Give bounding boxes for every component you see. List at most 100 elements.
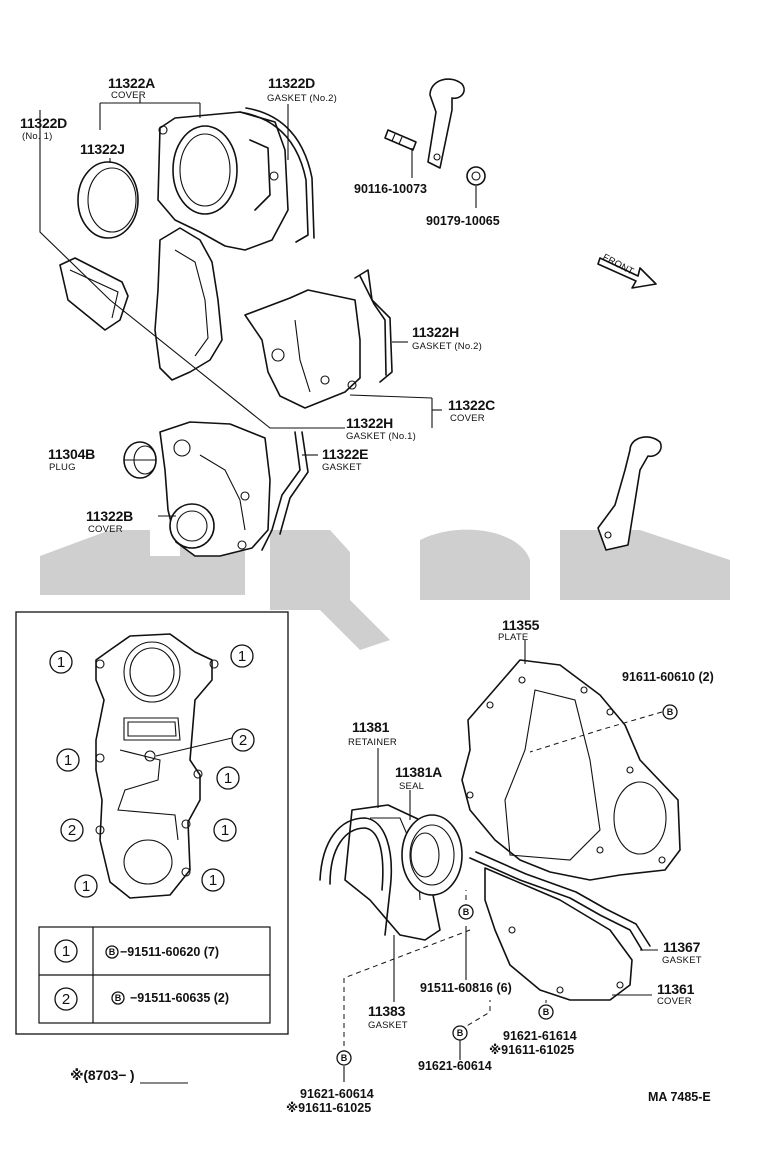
label-91621-60614-b: 91621-60614 — [300, 1087, 374, 1101]
label-11381: 11381 — [352, 719, 390, 735]
leaders-top — [99, 95, 477, 517]
bolt-tag-91611-60610: B — [662, 704, 678, 720]
label-91611-61025-a: ※91611-61025 — [489, 1043, 574, 1057]
label-11381A: 11381A — [395, 764, 442, 780]
gasket-11322D-no2 — [239, 107, 315, 243]
front-arrow — [597, 257, 657, 289]
label-11322E-sub: GASKET — [322, 462, 362, 473]
label-11367: 11367 — [663, 939, 701, 955]
label-11322H-no2: 11322H — [412, 324, 459, 340]
diagram-code: MA 7485-E — [648, 1090, 711, 1104]
label-11383: 11383 — [368, 1003, 406, 1019]
inset-mark-1: 1 — [49, 650, 73, 674]
label-11361-sub: COVER — [657, 996, 692, 1007]
svg-text:2: 2 — [62, 991, 70, 1008]
label-90116-10073: 90116-10073 — [354, 182, 427, 196]
bracket-hook-top — [427, 78, 465, 169]
cover-11361 — [484, 867, 633, 1001]
svg-text:1: 1 — [57, 654, 65, 671]
svg-text:1: 1 — [64, 752, 72, 769]
inset-mark-7: 1 — [213, 818, 237, 842]
svg-text:B: B — [543, 1007, 550, 1017]
label-11322E: 11322E — [322, 446, 368, 462]
plate-11355 — [461, 659, 681, 881]
label-11322H-no1-sub: GASKET (No.1) — [346, 431, 416, 442]
svg-text:B: B — [463, 907, 470, 917]
label-11322J: 11322J — [80, 141, 125, 157]
inset-mark-3: 2 — [231, 728, 255, 752]
label-11381-sub: RETAINER — [348, 737, 397, 748]
cover-11322C — [244, 289, 361, 409]
label-11322H-no2-sub: GASKET (No.2) — [412, 341, 482, 352]
label-90179-10065: 90179-10065 — [426, 214, 500, 228]
svg-text:1: 1 — [209, 872, 217, 889]
gasket-11322H-no1-line — [39, 110, 345, 429]
bolt-table-row-1: 1 B −91511-60620 (7) — [54, 939, 219, 963]
svg-text:−91511-60635 (2): −91511-60635 (2) — [130, 991, 229, 1005]
cover-11322B — [159, 421, 271, 557]
label-11304B: 11304B — [48, 446, 95, 462]
label-91511-60816: 91511-60816 (6) — [420, 981, 512, 995]
label-11322D-no2: 11322D — [268, 75, 315, 91]
label-11355: 11355 — [502, 617, 540, 633]
label-11322C-sub: COVER — [450, 413, 485, 424]
bolt-table-row-2: 2 B −91511-60635 (2) — [54, 987, 229, 1011]
svg-text:2: 2 — [239, 732, 247, 749]
label-11322D-no1-sub: (No. 1) — [22, 131, 52, 142]
label-11322D-no2-sub: GASKET (No.2) — [267, 93, 337, 104]
bolt-table: 1 B −91511-60620 (7) 2 B −91511-60635 (2… — [38, 926, 271, 1024]
gasket-11322E — [261, 431, 309, 551]
bracket-hook-mid — [597, 436, 662, 551]
svg-text:2: 2 — [68, 822, 76, 839]
label-91611-60610: 91611-60610 (2) — [622, 670, 714, 684]
seal-11381A — [401, 814, 463, 896]
label-11381A-sub: SEAL — [399, 781, 424, 792]
inset-mark-2: 1 — [230, 644, 254, 668]
gasket-11367 — [469, 851, 651, 951]
bolt-tag-91621-60614-b: B — [336, 1050, 352, 1066]
svg-text:1: 1 — [62, 943, 70, 960]
watermark — [40, 529, 730, 650]
gasket-11383 — [319, 817, 393, 936]
label-11367-sub: GASKET — [662, 955, 702, 966]
bolt-tag-91621-61614: B — [538, 1004, 554, 1020]
label-91621-60614-a: 91621-60614 — [418, 1059, 492, 1073]
svg-text:−91511-60620 (7): −91511-60620 (7) — [120, 945, 219, 959]
label-11322B: 11322B — [86, 508, 133, 524]
inset-mark-8: 1 — [74, 874, 98, 898]
svg-text:1: 1 — [82, 878, 90, 895]
inset-mark-9: 1 — [201, 868, 225, 892]
nut-90179 — [466, 166, 486, 186]
label-11322C: 11322C — [448, 397, 495, 413]
inset-bolt-diagram: 1 1 2 1 1 2 1 1 — [15, 611, 289, 1035]
label-11322B-sub: COVER — [88, 524, 123, 535]
label-11322A: 11322A — [108, 75, 155, 91]
gasket-11322D-no1 — [59, 257, 129, 331]
svg-text:B: B — [341, 1053, 348, 1063]
bolt-tag-91621-60614-a: B — [452, 1025, 468, 1041]
svg-text:1: 1 — [224, 770, 232, 787]
svg-text:1: 1 — [221, 822, 229, 839]
label-11322A-sub: COVER — [111, 90, 146, 101]
leaders-bottom — [343, 640, 658, 1082]
inset-mark-4: 1 — [56, 748, 80, 772]
svg-text:B: B — [109, 947, 116, 957]
label-11361: 11361 — [657, 981, 695, 997]
svg-text:B: B — [667, 707, 674, 717]
stud-90116 — [384, 129, 417, 151]
cap-11322J — [77, 161, 139, 239]
label-11322D-no1: 11322D — [20, 115, 67, 131]
label-91611-61025-b: ※91611-61025 — [286, 1101, 371, 1115]
svg-text:B: B — [457, 1028, 464, 1038]
label-11355-sub: PLATE — [498, 632, 528, 643]
label-91621-61614: 91621-61614 — [503, 1029, 577, 1043]
inset-mark-6: 2 — [60, 818, 84, 842]
gasket-11322H-no2 — [354, 269, 393, 383]
label-11322H-no1: 11322H — [346, 415, 393, 431]
label-11304B-sub: PLUG — [49, 462, 76, 473]
svg-text:1: 1 — [238, 648, 246, 665]
label-11383-sub: GASKET — [368, 1020, 408, 1031]
footnote-serial: ※(8703− ) — [70, 1067, 134, 1083]
svg-text:B: B — [115, 993, 122, 1003]
